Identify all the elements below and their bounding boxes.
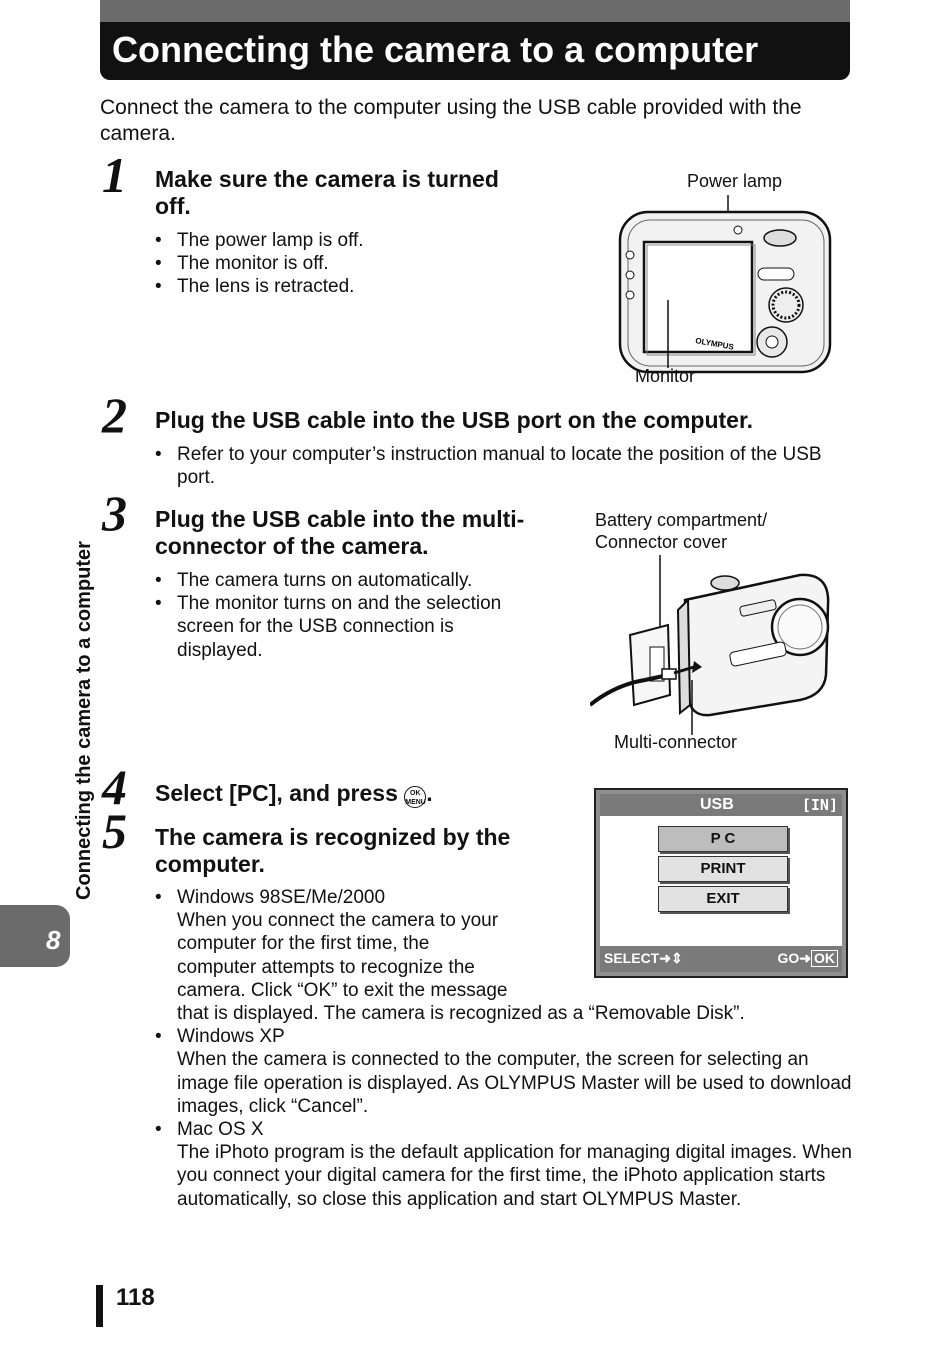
step-2-heading: Plug the USB cable into the USB port on … <box>155 407 754 433</box>
menu-item-pc[interactable]: P C <box>658 826 788 852</box>
internal-memory-badge: [IN] <box>801 796 838 814</box>
chapter-tab-number: 8 <box>46 925 61 955</box>
ok-menu-icon: OK MENU <box>404 786 427 808</box>
windows-98-line: that is displayed. The camera is recogni… <box>177 1003 745 1025</box>
list-item: The lens is retracted. <box>155 275 555 298</box>
go-hint: GO➜OK <box>777 950 838 967</box>
power-lamp-caption: Power lamp <box>687 171 783 191</box>
ok-icon-label: OK <box>410 790 421 797</box>
step-2-list: Refer to your computer’s instruction man… <box>155 443 845 489</box>
select-hint: SELECT➜⇕ <box>604 950 683 967</box>
step-5-number: 5 <box>102 803 127 859</box>
list-item: Refer to your computer’s instruction man… <box>155 443 845 489</box>
title-bar: Connecting the camera to a computer <box>100 0 850 80</box>
step-3-list: The camera turns on automatically. The m… <box>155 569 535 662</box>
step-4-number: 4 <box>102 759 127 815</box>
step-2-number: 2 <box>102 387 127 443</box>
ok-badge: OK <box>811 950 838 967</box>
usb-selection-screen: USB [IN] P C PRINT EXIT SELECT➜⇕ GO➜OK <box>594 788 848 978</box>
multi-connector-caption: Multi-connector <box>614 732 738 752</box>
windows-98-line: computer for the first time, the <box>177 933 430 955</box>
mac-os-title: Mac OS X <box>177 1119 264 1141</box>
list-item: The camera turns on automatically. <box>155 569 535 592</box>
step-5-list: Windows 98SE/Me/2000 When you connect th… <box>155 886 855 1211</box>
list-item: The monitor turns on and the selection s… <box>155 592 535 662</box>
go-label: GO <box>777 950 800 966</box>
list-item: The power lamp is off. <box>155 229 555 252</box>
step-4-heading: Select [PC], and press OK MENU. <box>155 780 575 808</box>
list-item: Windows XP When the camera is connected … <box>155 1025 855 1118</box>
step-1-heading: Make sure the camera is turned off. <box>155 166 499 219</box>
step-4-heading-end: . <box>426 780 433 806</box>
intro-text: Connect the camera to the computer using… <box>100 96 802 145</box>
arrow-right-icon: ➜ <box>799 950 811 966</box>
title-stripe <box>100 0 850 22</box>
step-1-list: The power lamp is off. The monitor is of… <box>155 229 555 299</box>
windows-98-title: Windows 98SE/Me/2000 <box>177 887 386 908</box>
step-5-heading: The camera is recognized by the computer… <box>155 824 511 877</box>
step-3-heading: Plug the USB cable into the multi-connec… <box>155 506 525 559</box>
step-1-number: 1 <box>102 147 127 203</box>
windows-xp-text: When the camera is connected to the comp… <box>177 1049 852 1117</box>
select-label: SELECT <box>604 950 660 966</box>
windows-xp-title: Windows XP <box>177 1026 285 1048</box>
footer-bar <box>96 1285 103 1327</box>
list-item: The monitor is off. <box>155 252 555 275</box>
monitor-caption: Monitor <box>635 366 696 386</box>
usb-screen-footer: SELECT➜⇕ GO➜OK <box>600 946 842 972</box>
list-item: Mac OS X The iPhoto program is the defau… <box>155 1118 855 1211</box>
page-title: Connecting the camera to a computer <box>112 29 759 70</box>
menu-icon-label: MENU <box>405 799 426 806</box>
windows-98-line: camera. Click “OK” to exit the message <box>177 979 508 1001</box>
camera-usb-illustration <box>590 555 830 735</box>
usb-screen-title: USB <box>700 796 734 813</box>
usb-screen-header: USB [IN] <box>600 794 842 816</box>
list-item: Windows 98SE/Me/2000 When you connect th… <box>155 886 855 1025</box>
step-3-number: 3 <box>102 485 127 541</box>
menu-item-print[interactable]: PRINT <box>658 856 788 882</box>
camera-back-illustration: OLYMPUS <box>618 195 832 374</box>
windows-98-line: When you connect the camera to your <box>177 910 499 932</box>
chapter-tab <box>0 905 70 967</box>
step-4-heading-text: Select [PC], and press <box>155 780 398 806</box>
windows-98-line: computer attempts to recognize the <box>177 956 475 978</box>
battery-caption-line1: Battery compartment/ <box>595 510 768 530</box>
up-down-icon: ⇕ <box>670 950 683 966</box>
battery-caption-line2: Connector cover <box>595 532 728 552</box>
arrow-right-icon: ➜ <box>659 950 671 966</box>
usb-screen-inner: USB [IN] P C PRINT EXIT SELECT➜⇕ GO➜OK <box>600 794 842 972</box>
page-number: 118 <box>116 1284 155 1311</box>
mac-os-text: The iPhoto program is the default applic… <box>177 1142 852 1210</box>
menu-item-exit[interactable]: EXIT <box>658 886 788 912</box>
chapter-side-label: Connecting the camera to a computer <box>73 541 95 900</box>
